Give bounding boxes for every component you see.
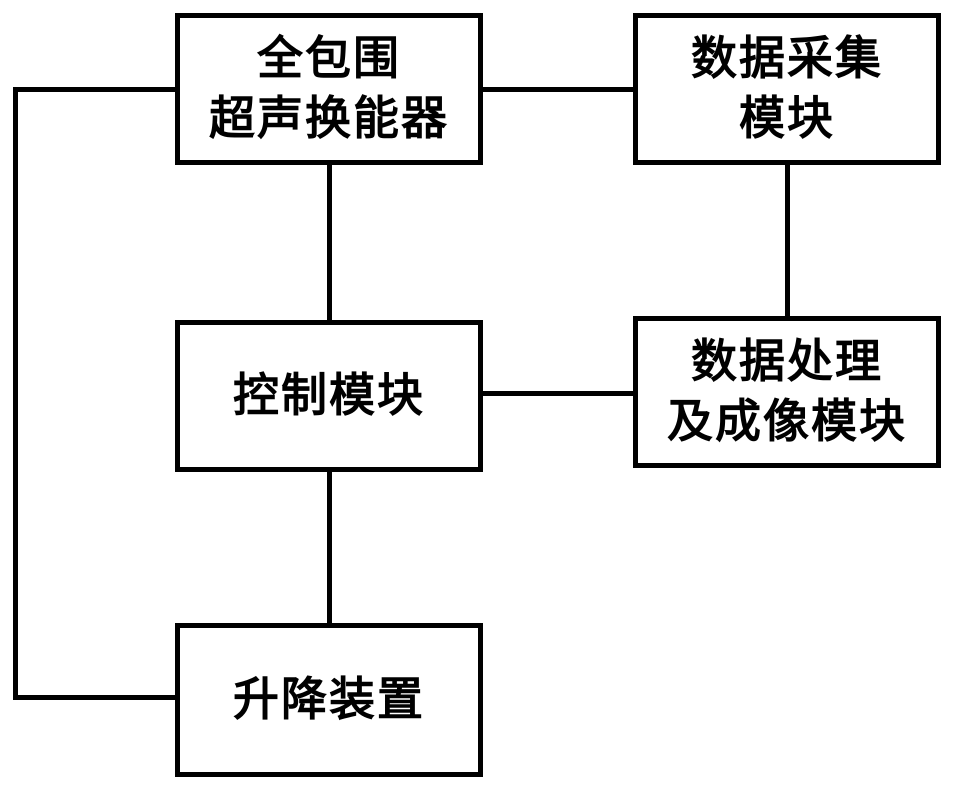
connector-loop-left-segment — [13, 87, 18, 700]
box-lifting-device-line1: 升降装置 — [233, 674, 425, 725]
box-transducer-label: 全包围 超声换能器 — [209, 29, 449, 149]
box-data-acquisition-line1: 数据采集 — [691, 33, 883, 84]
box-data-acquisition: 数据采集 模块 — [633, 13, 941, 165]
connector-acquisition-processing — [785, 165, 790, 316]
connector-control-processing — [482, 391, 633, 396]
box-data-processing-line2: 及成像模块 — [667, 396, 907, 447]
box-transducer-line2: 超声换能器 — [209, 93, 449, 144]
connector-loop-top-segment — [13, 87, 175, 92]
box-lifting-device-label: 升降装置 — [233, 670, 425, 730]
box-lifting-device: 升降装置 — [175, 623, 483, 777]
box-control-label: 控制模块 — [233, 366, 425, 426]
box-transducer-line1: 全包围 — [257, 33, 401, 84]
connector-loop-bottom-segment — [13, 695, 175, 700]
box-data-acquisition-line2: 模块 — [739, 93, 835, 144]
box-data-processing-label: 数据处理 及成像模块 — [667, 332, 907, 452]
connector-control-lifting — [327, 472, 332, 623]
connector-transducer-control — [327, 165, 332, 320]
box-data-processing: 数据处理 及成像模块 — [633, 316, 941, 468]
box-data-acquisition-label: 数据采集 模块 — [691, 29, 883, 149]
connector-transducer-acquisition — [483, 87, 633, 92]
box-control-line1: 控制模块 — [233, 370, 425, 421]
box-data-processing-line1: 数据处理 — [691, 336, 883, 387]
box-control: 控制模块 — [175, 320, 483, 472]
box-transducer: 全包围 超声换能器 — [175, 13, 483, 165]
